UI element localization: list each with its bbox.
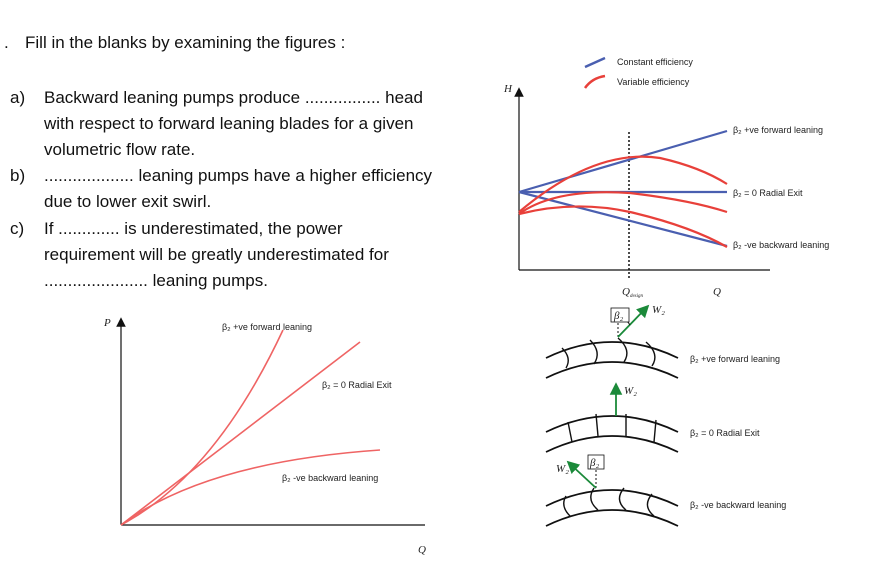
head-forward-constant	[518, 129, 728, 194]
beta2-backward-label: β₂	[589, 457, 599, 469]
item-b-line2: due to lower exit swirl.	[44, 192, 212, 211]
blade-backward	[545, 454, 679, 527]
legend-variable-label: Variable efficiency	[617, 77, 690, 87]
w2-backward-label: W₂	[556, 463, 569, 475]
blade-diagram: β₂ W₂ W₂ β₂ W₂ β₂ +ve forward leani	[545, 304, 786, 527]
power-forward-curve	[120, 329, 284, 526]
item-b-label: b)	[10, 166, 26, 185]
power-backward-curve	[120, 449, 381, 526]
legend-variable-swatch	[583, 74, 606, 89]
item-a-line2: with respect to forward leaning blades f…	[44, 114, 414, 133]
beta2-forward-label: β₂	[613, 310, 623, 322]
power-radial-line	[120, 341, 361, 526]
blade-forward-label: β₂ +ve forward leaning	[690, 354, 780, 364]
power-backward-label: β₂ -ve backward leaning	[282, 473, 378, 483]
item-a-label: a)	[10, 88, 26, 107]
zero-head-flow-label: Q	[713, 286, 721, 298]
question-number: .	[4, 33, 9, 52]
w2-backward-arrow	[566, 460, 597, 489]
blade-radial-label: β₂ = 0 Radial Exit	[690, 428, 760, 438]
power-x-label: Q	[418, 544, 426, 556]
head-backward-constant	[518, 190, 728, 248]
legend-constant-label: Constant efficiency	[617, 57, 693, 67]
head-forward-label: β₂ +ve forward leaning	[733, 125, 823, 135]
item-b-line1: ................... leaning pumps have a…	[44, 166, 433, 185]
item-a-line1: Backward leaning pumps produce .........…	[44, 88, 423, 107]
head-forward-variable	[518, 155, 728, 213]
legend-constant-swatch	[584, 56, 606, 69]
head-backward-variable	[518, 205, 728, 248]
power-y-label: P	[103, 317, 111, 329]
item-c-label: c)	[10, 219, 25, 238]
item-c-line2: requirement will be greatly underestimat…	[44, 245, 389, 264]
head-radial-variable	[518, 191, 728, 215]
blade-forward	[545, 304, 679, 379]
item-c-line3: ...................... leaning pumps.	[44, 271, 268, 290]
w2-forward-label: W₂	[652, 304, 665, 316]
blade-radial	[545, 382, 679, 453]
item-c-line1: If ............. is underestimated, the …	[44, 219, 343, 238]
head-chart: H Qdesign Q Constant efficiency Variable…	[503, 56, 829, 299]
item-a-line3: volumetric flow rate.	[44, 140, 196, 159]
head-radial-label: β₂ = 0 Radial Exit	[733, 188, 803, 198]
power-radial-label: β₂ = 0 Radial Exit	[322, 380, 392, 390]
w2-radial-label: W₂	[624, 385, 637, 397]
question-prompt: Fill in the blanks by examining the figu…	[25, 33, 346, 52]
power-forward-label: β₂ +ve forward leaning	[222, 322, 312, 332]
design-flow-label: Qdesign	[622, 286, 644, 299]
head-backward-label: β₂ -ve backward leaning	[733, 240, 829, 250]
power-chart: P Q β₂ +ve forward leaning β₂ = 0 Radial…	[103, 317, 426, 556]
w2-forward-arrow	[617, 304, 650, 338]
head-y-label: H	[503, 83, 513, 95]
blade-backward-label: β₂ -ve backward leaning	[690, 500, 786, 510]
